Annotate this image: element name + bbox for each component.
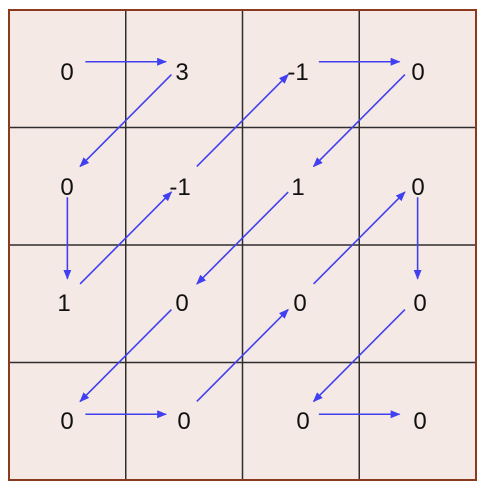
- cell-value-r3-c1: 0: [177, 408, 190, 435]
- cell-value-r3-c3: 0: [413, 408, 426, 435]
- cell-value-r0-c3: 0: [411, 59, 424, 86]
- grid-outer-border: [8, 9, 477, 481]
- cell-value-r0-c1: 3: [175, 59, 188, 86]
- scan-arrows: [63, 57, 422, 419]
- cell-value-r1-c2: 1: [291, 174, 304, 201]
- scan-arrow: [312, 73, 406, 168]
- cell-value-r0-c0: 0: [60, 59, 73, 86]
- scan-arrow: [196, 308, 289, 403]
- scan-arrow: [196, 73, 289, 168]
- scan-arrow: [79, 73, 173, 168]
- cell-value-r1-c0: 0: [60, 174, 73, 201]
- scan-arrow: [79, 191, 173, 285]
- cell-value-r2-c1: 0: [175, 290, 188, 317]
- cell-values: 0 3 -1 0 0 -1 1 0 1 0 0 0 0 0 0 0: [57, 59, 426, 435]
- scan-arrow: [312, 191, 406, 285]
- cell-value-r3-c2: 0: [296, 408, 309, 435]
- cell-value-r0-c2: -1: [287, 59, 308, 86]
- cell-value-r2-c0: 1: [57, 290, 70, 317]
- cell-value-r1-c3: 0: [411, 174, 424, 201]
- scan-arrow: [196, 191, 289, 285]
- grid-lines: [9, 10, 476, 480]
- scan-arrow: [79, 308, 173, 403]
- scan-arrow: [312, 308, 406, 403]
- cell-value-r3-c0: 0: [60, 408, 73, 435]
- cell-value-r1-c1: -1: [169, 174, 190, 201]
- cell-value-r2-c2: 0: [293, 290, 306, 317]
- cell-value-r2-c3: 0: [413, 290, 426, 317]
